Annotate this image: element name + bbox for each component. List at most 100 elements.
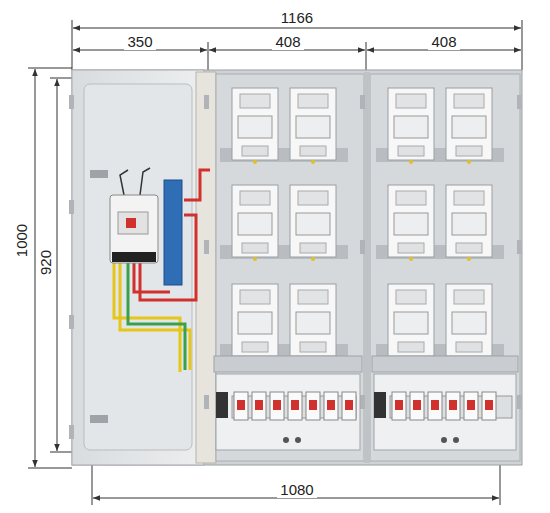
mcb-toggle bbox=[327, 400, 335, 410]
holder-window bbox=[238, 312, 272, 334]
holder-slot bbox=[240, 94, 270, 108]
mcb bbox=[270, 392, 284, 420]
meter-holder bbox=[446, 284, 492, 356]
holder-slot bbox=[454, 290, 484, 304]
dimension-text: 920 bbox=[38, 246, 55, 277]
mcb-toggle bbox=[413, 400, 421, 410]
holder-slot bbox=[454, 94, 484, 108]
mcb bbox=[324, 392, 338, 420]
shelf bbox=[372, 356, 518, 372]
mcb-toggle bbox=[345, 400, 353, 410]
meter-holder bbox=[290, 284, 336, 356]
branch-breakers bbox=[214, 356, 518, 450]
holder-slot bbox=[396, 191, 426, 205]
holder-slot bbox=[240, 191, 270, 205]
holder-window bbox=[296, 213, 330, 235]
holder-clip bbox=[242, 243, 268, 253]
holder-clip bbox=[300, 243, 326, 253]
holder-slot bbox=[454, 191, 484, 205]
mcb-toggle bbox=[309, 400, 317, 410]
main-breaker bbox=[110, 195, 158, 263]
dimension-text: 1080 bbox=[277, 481, 316, 498]
holder-slot bbox=[240, 290, 270, 304]
dimension-lines bbox=[28, 20, 522, 505]
holder-slot bbox=[396, 290, 426, 304]
seal-dot bbox=[253, 160, 257, 164]
meter-holder bbox=[388, 284, 434, 356]
mcb-toggle bbox=[467, 400, 475, 410]
holder-slot bbox=[298, 191, 328, 205]
seal-dot bbox=[253, 257, 257, 261]
holder-window bbox=[452, 213, 486, 235]
holder-clip bbox=[456, 146, 482, 156]
holder-window bbox=[296, 312, 330, 334]
screw bbox=[453, 437, 459, 443]
seal-dot bbox=[311, 160, 315, 164]
meter-holder bbox=[232, 185, 278, 257]
holder-clip bbox=[456, 342, 482, 352]
holder-window bbox=[238, 116, 272, 138]
mcb bbox=[306, 392, 320, 420]
meter-holder bbox=[290, 185, 336, 257]
holder-clip bbox=[398, 243, 424, 253]
screw bbox=[295, 437, 301, 443]
meter-holder bbox=[232, 88, 278, 160]
meter-holder bbox=[290, 88, 336, 160]
terminal-strip bbox=[164, 180, 182, 285]
holder-clip bbox=[300, 342, 326, 352]
breaker-panel bbox=[216, 374, 360, 450]
mcb-toggle bbox=[485, 400, 493, 410]
meter-holder bbox=[388, 185, 434, 257]
holder-clip bbox=[398, 146, 424, 156]
mcb bbox=[482, 392, 496, 420]
mcb bbox=[252, 392, 266, 420]
holder-slot bbox=[298, 290, 328, 304]
seal-dot bbox=[311, 257, 315, 261]
holder-slot bbox=[396, 94, 426, 108]
mcb-toggle bbox=[255, 400, 263, 410]
screw bbox=[441, 437, 447, 443]
dimension-text: 1000 bbox=[14, 220, 31, 259]
mcb bbox=[446, 392, 460, 420]
holder-clip bbox=[456, 243, 482, 253]
holder-window bbox=[296, 116, 330, 138]
mcb-toggle bbox=[273, 400, 281, 410]
mcb bbox=[464, 392, 478, 420]
holder-clip bbox=[300, 146, 326, 156]
holder-window bbox=[394, 312, 428, 334]
cabinet bbox=[69, 70, 522, 465]
seal-dot bbox=[409, 160, 413, 164]
mcb-toggle bbox=[449, 400, 457, 410]
latch bbox=[374, 392, 386, 418]
mcb-toggle bbox=[395, 400, 403, 410]
holder-clip bbox=[242, 146, 268, 156]
mcb bbox=[428, 392, 442, 420]
screw bbox=[283, 437, 289, 443]
mcb bbox=[234, 392, 248, 420]
mcb bbox=[288, 392, 302, 420]
seal-dot bbox=[409, 257, 413, 261]
seal-dot bbox=[467, 160, 471, 164]
seal-dot bbox=[467, 257, 471, 261]
shelf bbox=[214, 356, 362, 372]
dimension-text: 350 bbox=[124, 33, 155, 50]
meter-holder bbox=[232, 284, 278, 356]
mcb bbox=[342, 392, 356, 420]
holder-window bbox=[452, 312, 486, 334]
holder-window bbox=[394, 213, 428, 235]
mcb-toggle bbox=[431, 400, 439, 410]
holder-slot bbox=[298, 94, 328, 108]
meter-holder bbox=[388, 88, 434, 160]
latch bbox=[216, 392, 228, 418]
mcb-toggle bbox=[291, 400, 299, 410]
dimension-text: 408 bbox=[272, 33, 303, 50]
mcb bbox=[410, 392, 424, 420]
holder-clip bbox=[242, 342, 268, 352]
meter-holder bbox=[446, 185, 492, 257]
dimension-text: 1166 bbox=[278, 9, 316, 26]
dimension-text: 408 bbox=[428, 33, 459, 50]
meter-holder bbox=[446, 88, 492, 160]
holder-window bbox=[452, 116, 486, 138]
